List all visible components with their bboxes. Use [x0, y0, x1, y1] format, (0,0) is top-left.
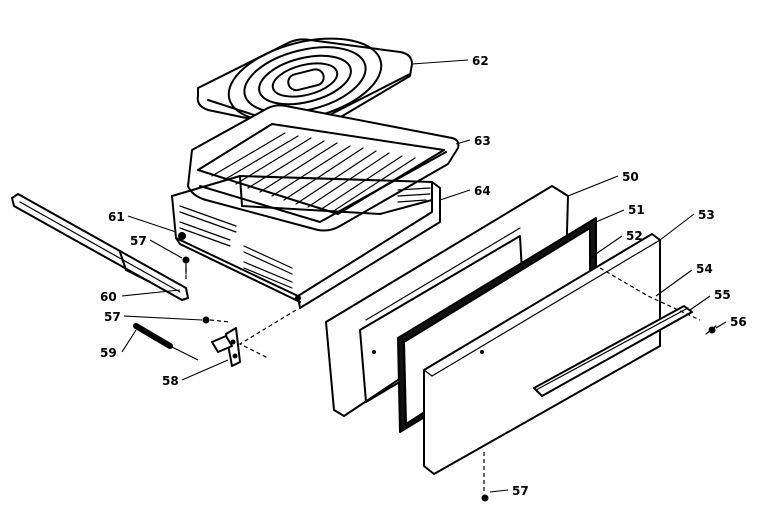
- callout-54: 54: [696, 262, 713, 276]
- callout-58: 58: [162, 374, 179, 388]
- callout-55: 55: [714, 288, 731, 302]
- callout-57-middle: 57: [104, 310, 121, 324]
- callout-labels: 62 63 64 50 51 52 53 54 55 56 61 57 60 5…: [100, 54, 747, 498]
- callout-59: 59: [100, 346, 117, 360]
- broil-pan-63: [187, 104, 460, 232]
- screw-57-middle: [202, 316, 210, 324]
- assembly-lines: [185, 267, 701, 492]
- callout-61: 61: [108, 210, 125, 224]
- callout-64: 64: [474, 184, 491, 198]
- callout-62: 62: [472, 54, 489, 68]
- door-handle-55: [533, 305, 693, 397]
- callout-53: 53: [698, 208, 715, 222]
- screw-56: [705, 325, 717, 335]
- callout-50: 50: [622, 170, 639, 184]
- callout-57-upper: 57: [130, 234, 147, 248]
- callout-60: 60: [100, 290, 117, 304]
- spring-59: [133, 323, 199, 361]
- side-rail-60: [11, 193, 189, 301]
- leader-lines: [121, 59, 727, 493]
- callout-57-bottom: 57: [512, 484, 529, 498]
- callout-52: 52: [626, 229, 643, 243]
- door-outer-panel-53: [423, 233, 661, 475]
- bracket-58: [211, 327, 241, 367]
- screw-57-bottom: [481, 494, 489, 502]
- callout-56: 56: [730, 315, 747, 329]
- callout-51: 51: [628, 203, 645, 217]
- broiler-frame-64: [171, 175, 441, 309]
- callout-63: 63: [474, 134, 491, 148]
